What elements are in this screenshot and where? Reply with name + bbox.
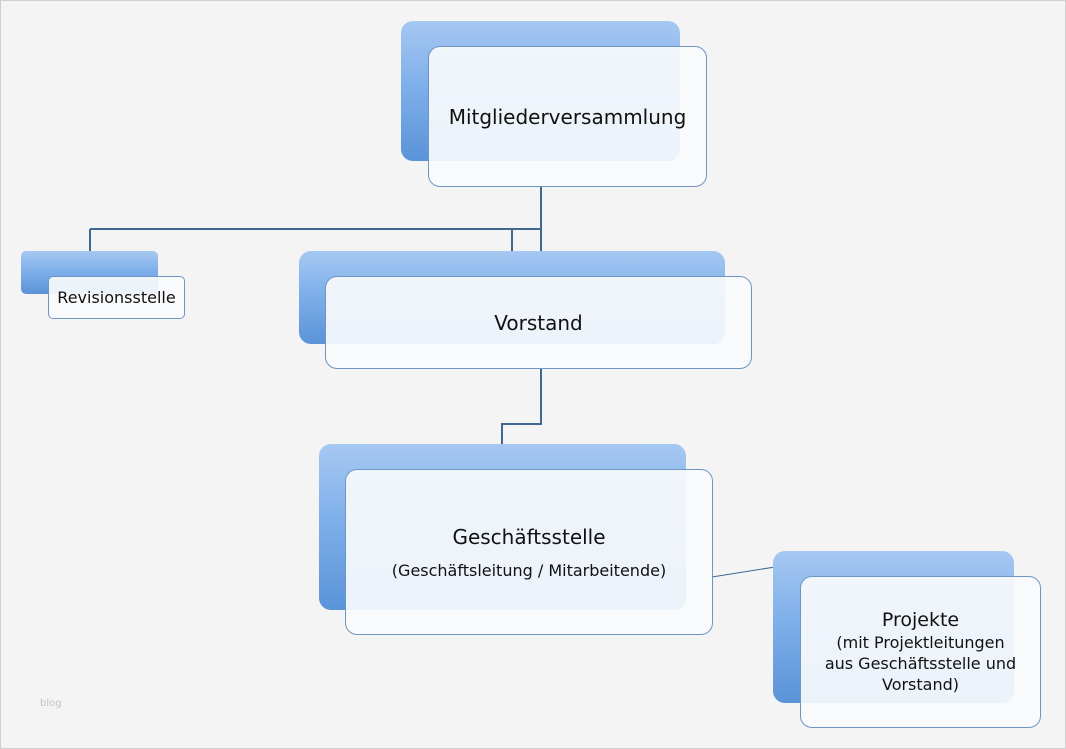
mitgliederversammlung-title: Mitgliederversammlung: [448, 104, 687, 129]
connector-geschaeftsstelle-to-projekte: [711, 566, 776, 578]
geschaeftsstelle-box[interactable]: Geschäftsstelle (Geschäftsleitung / Mita…: [345, 469, 713, 635]
projekte-subtitle-line-2: aus Geschäftsstelle und: [824, 654, 1017, 673]
projekte-subtitle-line-1: (mit Projektleitungen: [836, 633, 1005, 652]
projekte-subtitle-line-3: Vorstand): [881, 675, 960, 694]
revisionsstelle-title: Revisionsstelle: [57, 288, 176, 307]
vorstand-title: Vorstand: [494, 310, 583, 335]
projekte-title: Projekte: [881, 609, 960, 631]
geschaeftsstelle-title: Geschäftsstelle: [452, 524, 606, 549]
geschaeftsstelle-subtitle: (Geschäftsleitung / Mitarbeitende): [391, 560, 667, 580]
connector-vorstand-to-geschaeftsstelle: [501, 369, 542, 446]
vorstand-box[interactable]: Vorstand: [325, 276, 752, 369]
mitgliederversammlung-box[interactable]: Mitgliederversammlung: [428, 46, 707, 187]
watermark-text: blog: [40, 698, 62, 709]
projekte-box[interactable]: Projekte (mit Projektleitungen aus Gesch…: [800, 576, 1041, 728]
revisionsstelle-box[interactable]: Revisionsstelle: [48, 276, 185, 319]
